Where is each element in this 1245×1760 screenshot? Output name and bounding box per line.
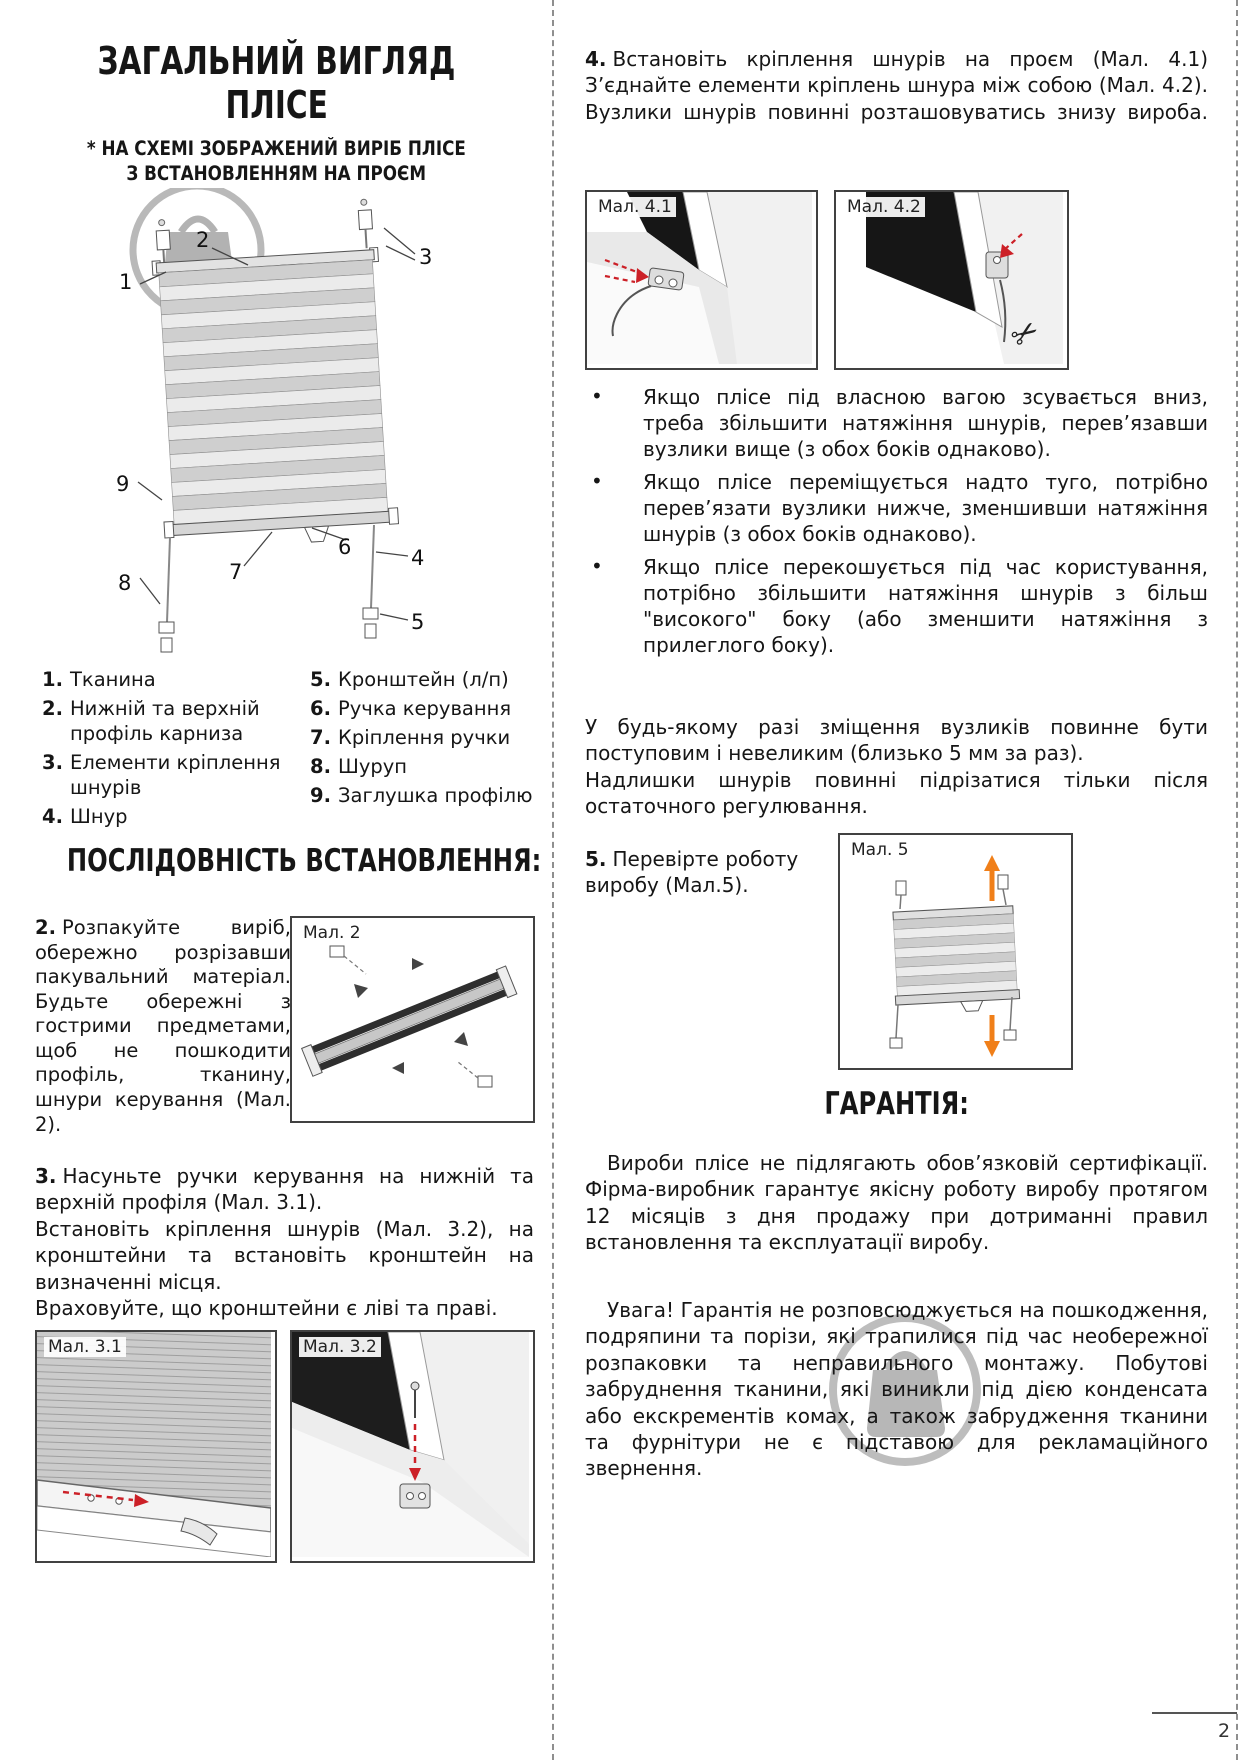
callout-number: 9 (116, 472, 130, 496)
bullet-icon: • (591, 384, 603, 408)
step-3-paragraph: 3.Насуньте ручки керування на нижній та … (35, 1164, 534, 1320)
page-edge-divider (1236, 0, 1238, 1760)
warranty-title: ГАРАНТІЯ: (824, 1086, 969, 1122)
red-arrow-icon (604, 258, 649, 284)
figure-3-2: Мал. 3.2 (290, 1330, 535, 1563)
warranty-paragraph-2: Увага! Гарантія не розповсюджується на п… (585, 1298, 1208, 1481)
legend-item: 2. Нижній та верхній профіль карниза (42, 696, 260, 745)
callout-number: 7 (229, 560, 243, 584)
arrow-up-icon (984, 855, 1000, 901)
figure-label: Мал. 3.2 (299, 1337, 381, 1357)
pleated-blind-illustration (129, 188, 416, 653)
page-title: ЗАГАЛЬНИЙ ВИГЛЯД ПЛІСЕ (97, 39, 456, 127)
figure-4-2: Мал. 4.2 ✂ (834, 190, 1069, 370)
figure-5: Мал. 5 (838, 833, 1073, 1070)
list-item: • Якщо плісе під власною вагою зсуваєтьс… (585, 384, 1208, 462)
packed-blind-illustration (300, 945, 518, 1088)
page-subtitle: * НА СХЕМІ ЗОБРАЖЕНИЙ ВИРІБ ПЛІСЕ З ВСТА… (86, 137, 466, 186)
figure-3-1: Мал. 3.1 (35, 1330, 277, 1563)
callout-number: 1 (119, 270, 133, 294)
callout-number: 5 (411, 610, 425, 634)
legend-item: 6. Ручка керування (310, 696, 512, 720)
callout-number: 2 (196, 228, 210, 252)
legend-item: 4. Шнур (42, 804, 128, 828)
bullet-icon: • (591, 554, 603, 578)
step-2-paragraph: 2.Розпакуйте виріб, обережно розрізавши … (35, 916, 291, 1136)
legend-item: 8. Шуруп (310, 754, 408, 778)
diagram-legend-col1: 1. Тканина 2. Нижній та верхній профіль … (42, 668, 298, 834)
figure-label: Мал. 3.1 (44, 1337, 126, 1357)
warranty-paragraph-1: Вироби плісе не підлягають обов’язковій … (585, 1151, 1208, 1255)
footer-rule (1152, 1712, 1237, 1714)
blind-check-illustration (889, 855, 1021, 1057)
arrow-down-icon (984, 1015, 1000, 1057)
column-divider (552, 0, 554, 1760)
window-corner-illustration (292, 1332, 529, 1557)
product-diagram: 1 2 3 4 5 6 7 8 9 (60, 188, 500, 668)
list-item: • Якщо плісе переміщується надто туго, п… (585, 469, 1208, 547)
callout-number: 8 (118, 571, 132, 595)
callout-number: 4 (411, 546, 425, 570)
adjustment-bullet-list: • Якщо плісе під власною вагою зсуваєтьс… (585, 384, 1208, 665)
legend-item: 5. Кронштейн (л/п) (310, 668, 509, 691)
figure-label: Мал. 5 (847, 840, 913, 860)
legend-item: 3. Елементи кріплення шнурів (42, 750, 281, 799)
red-arrow-icon (62, 1490, 149, 1507)
legend-item: 1. Тканина (42, 668, 156, 691)
step-5-paragraph: 5.Перевірте роботу виробу (Мал.5). (585, 847, 799, 898)
legend-item: 9. Заглушка профілю (310, 783, 533, 807)
section-title-installation: ПОСЛІДОВНІСТЬ ВСТАНОВЛЕННЯ: (66, 843, 542, 879)
step-4-paragraph: 4.Встановіть кріплення шнурів на проєм (… (585, 47, 1208, 124)
page-number: 2 (1218, 1720, 1231, 1742)
figure-2: Мал. 2 (290, 916, 535, 1123)
red-arrow-icon (1000, 233, 1023, 258)
legend-item: 7. Кріплення ручки (310, 725, 511, 749)
fabric-profile-illustration (37, 1332, 271, 1557)
figure-label: Мал. 4.1 (594, 197, 676, 217)
diagram-legend-col2: 5. Кронштейн (л/п) 6. Ручка керування 7.… (310, 668, 550, 813)
red-arrow-icon (409, 1424, 421, 1481)
callout-number: 3 (419, 245, 433, 269)
adjustment-note: У будь-якому разі зміщення вузликів пови… (585, 715, 1208, 819)
figure-label: Мал. 2 (299, 923, 365, 943)
callout-number: 6 (338, 535, 352, 559)
cord-mount-illustration (587, 192, 812, 364)
brand-watermark-icon (815, 1300, 995, 1480)
bullet-icon: • (591, 469, 603, 493)
cord-join-illustration: ✂ (836, 192, 1063, 364)
list-item: • Якщо плісе перекошується під час корис… (585, 554, 1208, 658)
figure-4-1: Мал. 4.1 (585, 190, 818, 370)
figure-label: Мал. 4.2 (843, 197, 925, 217)
